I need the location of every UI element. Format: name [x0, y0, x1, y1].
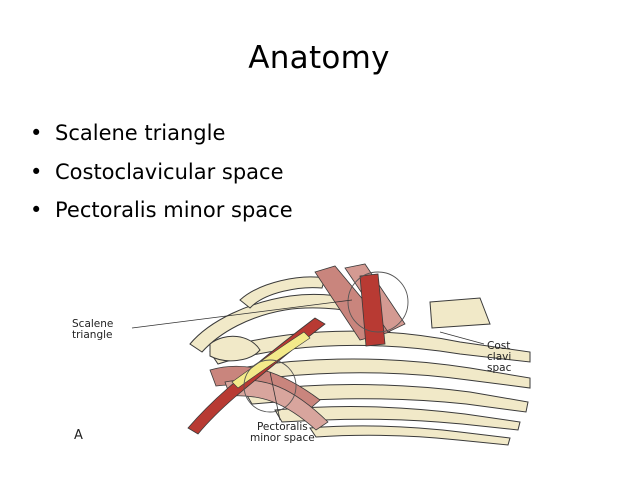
pectoralis-fibers — [224, 379, 329, 431]
pectoralis-leader-line — [269, 371, 281, 421]
bullet-marker: • — [30, 159, 43, 184]
pectoralis-label: Pectoralis minor space — [250, 421, 315, 444]
pectoralis-circle — [243, 359, 297, 413]
bullet-text: Costoclavicular space — [55, 159, 284, 184]
anatomy-illustration: Scalene triangle Pectoralis minor space … — [60, 262, 540, 462]
anatomy-drawing — [131, 263, 531, 446]
scalene-band — [359, 273, 386, 347]
rib — [219, 358, 531, 389]
bullet-text: Scalene triangle — [55, 121, 226, 145]
bullet-list: • Scalene triangle • Costoclavicular space… — [30, 118, 293, 234]
bullet-item: • Costoclavicular space — [30, 157, 293, 196]
bullet-item: • Pectoralis minor space — [30, 195, 293, 234]
costo-leader-line — [439, 331, 485, 345]
slide-title: Anatomy — [248, 40, 390, 76]
scalene-circle — [347, 271, 409, 333]
rib — [274, 406, 521, 431]
rib — [309, 425, 511, 446]
sternum — [429, 297, 491, 329]
bullet-item: • Scalene triangle — [30, 118, 293, 157]
panel-letter: A — [74, 428, 83, 443]
scalene-leader-line — [131, 299, 353, 329]
humeral-head — [209, 335, 261, 362]
costoclavicular-label: Cost clavi spac — [487, 340, 512, 374]
bullet-marker: • — [30, 198, 43, 222]
bullet-text: Pectoralis minor space — [55, 198, 293, 222]
bullet-marker: • — [30, 121, 43, 145]
scalene-label: Scalene triangle — [72, 318, 114, 341]
